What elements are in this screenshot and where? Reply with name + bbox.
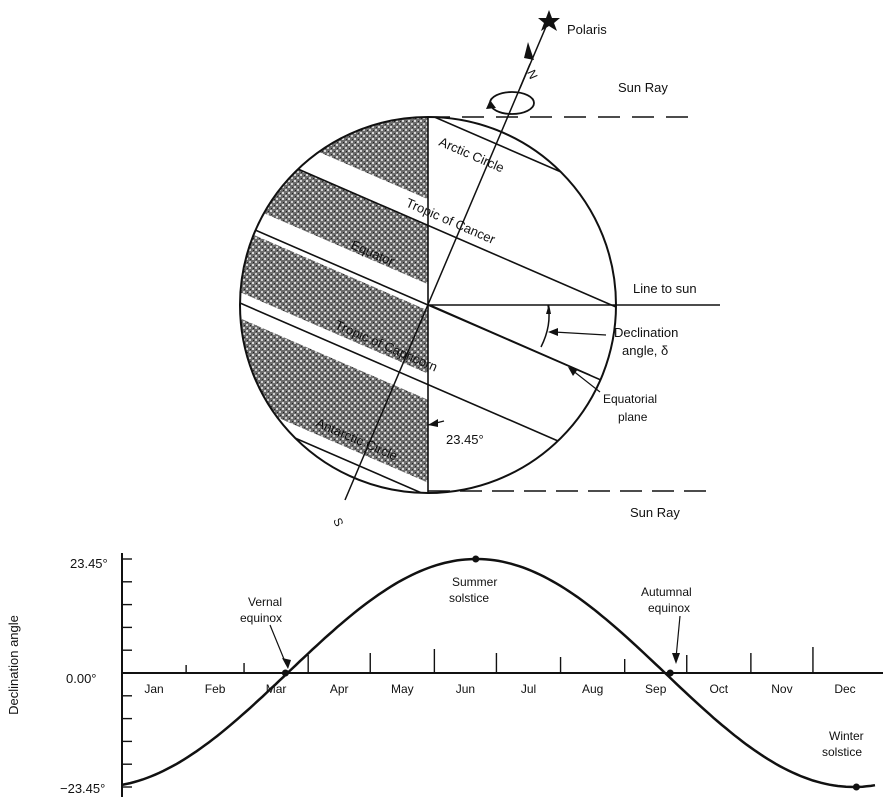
- vernal-label-1: Vernal: [248, 595, 282, 609]
- autumnal-label-2: equinox: [648, 601, 690, 615]
- arctic-circle-line: [306, 117, 616, 230]
- month-label-jun: Jun: [456, 682, 475, 696]
- declination-arrow-icon: [548, 328, 558, 336]
- summer-solstice-point: [472, 555, 480, 563]
- y-tick-label-top: 23.45°: [70, 556, 108, 571]
- winter-label-2: solstice: [822, 745, 862, 759]
- month-label-nov: Nov: [771, 682, 792, 696]
- month-label-jan: Jan: [144, 682, 163, 696]
- equatorial-label-2: plane: [618, 410, 648, 424]
- month-label-oct: Oct: [709, 682, 728, 696]
- month-label-feb: Feb: [205, 682, 226, 696]
- month-label-dec: Dec: [834, 682, 855, 696]
- autumnal-label-1: Autumnal: [641, 585, 692, 599]
- line-to-sun-label: Line to sun: [633, 281, 697, 296]
- autumnal-arrow-icon: [672, 653, 680, 664]
- declination-label-1: Declination: [614, 325, 678, 340]
- sun-ray-top-label: Sun Ray: [618, 80, 668, 95]
- tropic-of-capricorn-line: [240, 288, 594, 458]
- equatorial-arrow-icon: [568, 367, 578, 376]
- summer-label-2: solstice: [449, 591, 489, 605]
- month-label-may: May: [391, 682, 414, 696]
- winter-label-1: Winter: [829, 729, 864, 743]
- month-label-sep: Sep: [645, 682, 667, 696]
- vernal-equinox-point: [281, 669, 289, 677]
- equatorial-label-1: Equatorial: [603, 392, 657, 406]
- vernal-arrow-icon: [282, 658, 291, 669]
- y-axis-label: Declination angle: [6, 615, 21, 715]
- tilt-angle-label: 23.45°: [446, 432, 484, 447]
- y-tick-label-zero: 0.00°: [66, 671, 97, 686]
- winter-solstice-point: [852, 783, 860, 791]
- night-side: [240, 117, 428, 493]
- declination-label-2: angle, δ: [622, 343, 668, 358]
- tilt-arrow-icon: [428, 419, 438, 427]
- y-tick-label-bottom: −23.45°: [60, 781, 105, 796]
- declination-curve: [121, 557, 876, 789]
- axis-arrow-icon: [524, 42, 534, 60]
- month-label-aug: Aug: [582, 682, 603, 696]
- vernal-label-2: equinox: [240, 611, 282, 625]
- month-label-mar: Mar: [266, 682, 287, 696]
- summer-label-1: Summer: [452, 575, 497, 589]
- tropic-of-cancer-line: [265, 154, 616, 324]
- autumnal-equinox-point: [666, 669, 674, 677]
- polaris-star-icon: [538, 10, 560, 31]
- polaris-label: Polaris: [567, 22, 607, 37]
- antarctic-circle-line: [240, 382, 554, 493]
- sun-ray-bottom-label: Sun Ray: [630, 505, 680, 520]
- month-label-apr: Apr: [330, 682, 349, 696]
- month-label-jul: Jul: [521, 682, 536, 696]
- earth-axis: [344, 21, 549, 501]
